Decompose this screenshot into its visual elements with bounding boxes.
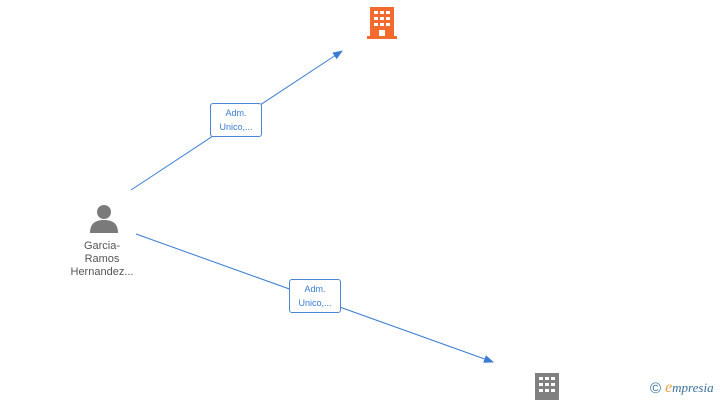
copyright-symbol: ©	[650, 379, 662, 397]
edge-label-line: Adm.	[225, 108, 247, 118]
edge-label-line: Adm.	[304, 284, 326, 294]
person-name[interactable]: Garcia- Ramos Hernandez...	[52, 240, 152, 279]
brand-text: mpresia	[672, 380, 714, 395]
building-icon	[367, 7, 397, 39]
empresia-watermark: © e mpresia	[650, 379, 714, 397]
person-icon	[90, 205, 118, 233]
brand-initial: e	[665, 379, 673, 396]
edge-label-line: Unico,...	[219, 122, 253, 132]
company-top-node[interactable]	[366, 6, 398, 45]
person-name-line: Hernandez...	[70, 266, 134, 278]
edge-label-bottom[interactable]: Adm. Unico,...	[289, 279, 341, 313]
person-name-line: Garcia-	[83, 240, 121, 252]
building-icon	[535, 373, 559, 400]
person-name-line: Ramos	[84, 253, 120, 265]
company-bottom-node[interactable]	[532, 372, 562, 405]
person-node[interactable]	[89, 203, 119, 238]
edge-label-top[interactable]: Adm. Unico,...	[210, 103, 262, 137]
edge-label-line: Unico,...	[298, 298, 332, 308]
